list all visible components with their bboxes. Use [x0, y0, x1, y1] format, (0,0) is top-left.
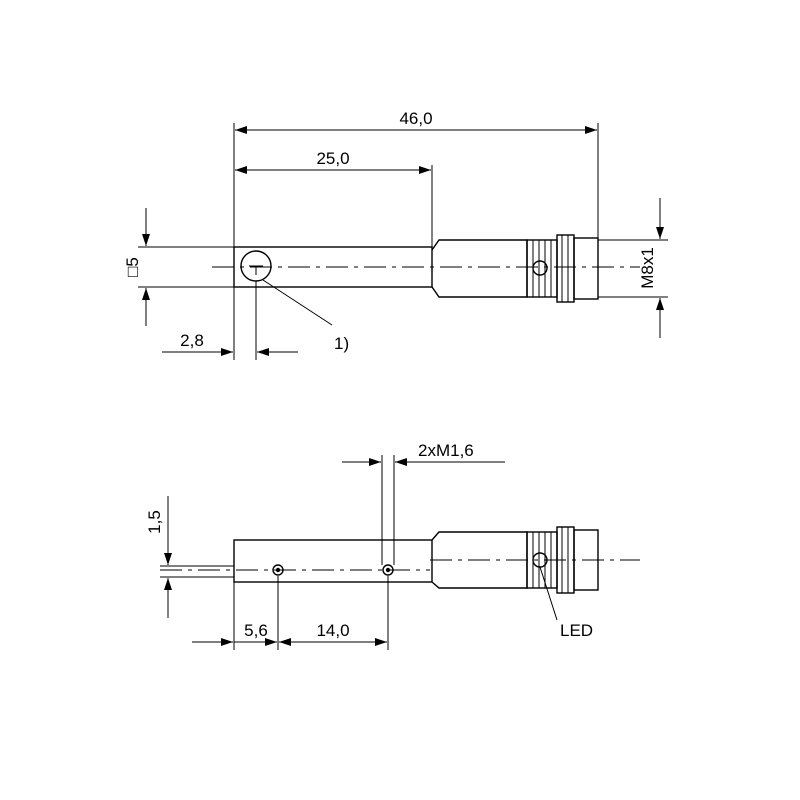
led-label: LED — [560, 621, 593, 640]
connector-side — [526, 526, 599, 594]
led-indicator — [532, 260, 548, 276]
dim-hole-spacing: 14,0 — [316, 621, 349, 640]
mount-hole-1 — [272, 564, 284, 576]
top-view: 1) 46,0 25,0 □5 2,8 M8x1 — [123, 109, 668, 360]
connector — [526, 234, 599, 303]
mount-hole-2 — [382, 564, 394, 576]
dim-sensing-length: 25,0 — [316, 149, 349, 168]
dim-mount-holes: 2xM1,6 — [418, 441, 474, 460]
dim-hole-offset: 5,6 — [244, 621, 268, 640]
dim-height: 1,5 — [145, 510, 164, 534]
led-leader — [539, 566, 558, 621]
dim-thread: M8x1 — [638, 247, 657, 289]
dim-focus-offset: 2,8 — [180, 331, 204, 350]
dim-square-size: □5 — [123, 257, 142, 277]
sensor-head-side — [233, 539, 433, 583]
callout-leader — [262, 279, 333, 326]
dim-overall-length: 46,0 — [399, 109, 432, 128]
callout-label: 1) — [334, 334, 349, 353]
side-view: 2xM1,6 1,5 5,6 14,0 LED — [145, 441, 640, 650]
sensing-face-symbol — [240, 250, 272, 282]
sensor-housing — [431, 239, 528, 298]
